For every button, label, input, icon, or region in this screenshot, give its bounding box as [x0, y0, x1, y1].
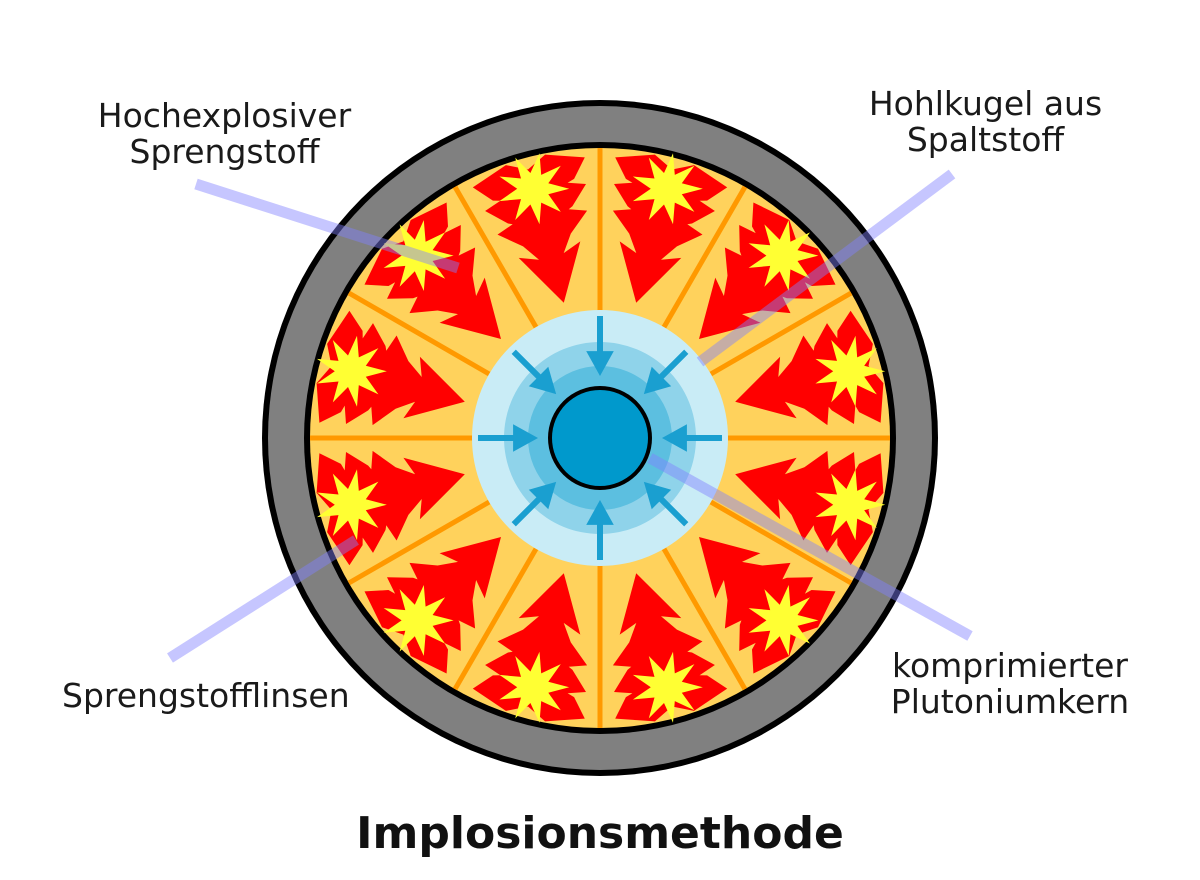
label-core-line-1: komprimierter	[892, 646, 1128, 685]
explosive-lens	[735, 450, 886, 566]
explosive-lens	[612, 573, 728, 723]
arrow-head	[643, 481, 672, 510]
flame-burst	[383, 220, 454, 291]
flame-burst	[815, 335, 886, 407]
flame-outer	[735, 310, 884, 426]
flame-outer	[472, 154, 588, 303]
label-hollow-sphere: Hohlkugel aus Spaltstoff	[858, 86, 1113, 158]
label-core-line-2: Plutoniumkern	[890, 682, 1130, 721]
explosive-lens	[472, 153, 588, 303]
explosive-lens	[735, 310, 886, 426]
label-hollow-sphere-line-1: Hohlkugel aus	[868, 84, 1103, 123]
explosive-lens	[316, 450, 465, 566]
implosion-device	[262, 100, 938, 776]
lens-separator	[347, 290, 491, 377]
leader-lines	[167, 169, 973, 663]
flame-burst	[748, 220, 819, 291]
arrow-head	[643, 366, 672, 395]
flame-burst	[317, 335, 387, 407]
implosion-arrows	[478, 316, 722, 560]
arrow-head	[528, 481, 557, 510]
explosive-lens	[699, 537, 836, 674]
arrow-shaft	[511, 349, 546, 384]
label-high-explosive: Hochexplosiver Sprengstoff	[92, 98, 357, 170]
flame-burst	[499, 153, 570, 225]
arrow-shaft	[511, 492, 546, 527]
label-high-explosive-line-2: Sprengstoff	[129, 132, 320, 171]
label-high-explosive-line-1: Hochexplosiver	[97, 96, 352, 135]
lens-separator	[452, 547, 539, 691]
lens-separators	[310, 148, 890, 728]
lens-separator	[709, 290, 853, 377]
arrow-head	[662, 424, 687, 452]
flame-burst	[317, 469, 387, 541]
flame-burst	[632, 153, 703, 225]
flame-burst	[748, 585, 819, 656]
leader-high-explosive	[194, 178, 460, 274]
arrow-head	[513, 424, 538, 452]
lens-separator	[452, 185, 539, 329]
explosive-lens	[472, 573, 588, 723]
flame-burst	[815, 469, 886, 541]
arrow-shaft	[654, 349, 689, 384]
explosive-lens	[316, 310, 465, 426]
explosive-lens	[364, 202, 501, 339]
arrow-head	[586, 500, 614, 525]
explosive-lens	[699, 202, 836, 339]
label-core: komprimierter Plutoniumkern	[880, 648, 1140, 720]
lens-separator	[709, 499, 853, 586]
flame-burst	[499, 651, 570, 723]
lens-separator	[347, 499, 491, 586]
flame-outer	[735, 450, 884, 566]
leader-core	[647, 453, 973, 641]
lens-separator	[661, 185, 748, 329]
plutonium-core	[552, 390, 648, 486]
lens-separator	[661, 547, 748, 691]
label-lenses: Sprengstofflinsen	[62, 678, 350, 714]
explosive-lens	[612, 153, 728, 303]
flame-burst	[632, 651, 703, 723]
flame-outer	[699, 202, 836, 339]
diagram-title: Implosionsmethode	[356, 808, 844, 859]
label-lenses-line-1: Sprengstofflinsen	[62, 676, 350, 715]
flame-outer	[699, 537, 836, 674]
flame-burst	[383, 585, 454, 656]
flame-outer	[472, 573, 588, 722]
arrow-shaft	[654, 492, 689, 527]
explosive-lenses	[316, 153, 886, 723]
label-hollow-sphere-line-2: Spaltstoff	[906, 120, 1065, 159]
leader-hollow-sphere	[696, 169, 956, 367]
flame-outer	[612, 154, 728, 303]
leader-lenses	[167, 535, 359, 663]
flame-outer	[612, 573, 728, 722]
explosive-lens	[364, 537, 501, 674]
arrow-head	[586, 351, 614, 376]
arrow-head	[528, 366, 557, 395]
